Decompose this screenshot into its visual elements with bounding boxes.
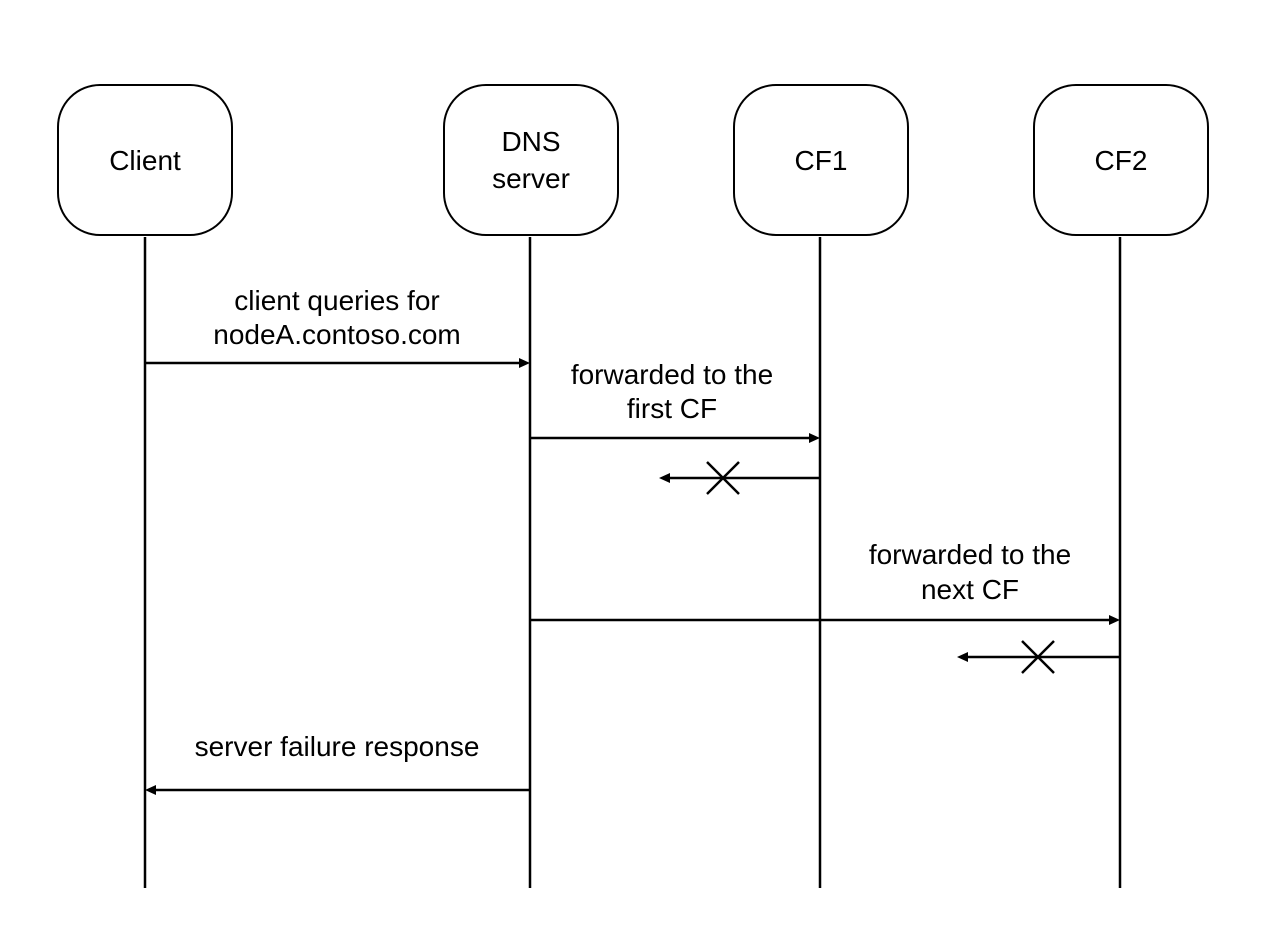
- participant-cf1-label: CF1: [795, 145, 848, 176]
- message-forward-first-label-line-2: first CF: [627, 393, 717, 424]
- participant-dns-server: DNS server: [443, 84, 619, 236]
- message-forward-next-label-line-1: forwarded to the: [869, 539, 1071, 570]
- message-forward-first: forwarded to the first CF: [530, 359, 820, 443]
- message-failure-response-arrowhead: [145, 785, 156, 795]
- message-cf1-response: [659, 461, 820, 495]
- participant-cf2: CF2: [1033, 84, 1209, 236]
- message-cf1-response-failure-cross-icon: [706, 461, 740, 495]
- message-forward-first-arrowhead: [809, 433, 820, 443]
- participant-cf2-label: CF2: [1095, 145, 1148, 176]
- message-cf2-response-failure-cross-icon: [1021, 640, 1055, 674]
- message-forward-next: forwarded to the next CF: [530, 539, 1120, 625]
- message-client-query-arrowhead: [519, 358, 530, 368]
- participant-client: Client: [57, 84, 233, 236]
- message-client-query-label-line-1: client queries for: [234, 285, 439, 316]
- message-cf1-response-arrowhead: [659, 473, 670, 483]
- message-forward-next-arrowhead: [1109, 615, 1120, 625]
- participant-cf1: CF1: [733, 84, 909, 236]
- participant-dns-server-label-line-1: DNS: [501, 126, 560, 157]
- message-forward-next-label-line-2: next CF: [921, 574, 1019, 605]
- message-failure-response: server failure response: [145, 731, 530, 795]
- message-cf2-response: [957, 640, 1120, 674]
- message-cf2-response-arrowhead: [957, 652, 968, 662]
- message-failure-response-label: server failure response: [195, 731, 480, 762]
- message-client-query: client queries for nodeA.contoso.com: [145, 285, 530, 368]
- message-client-query-label-line-2: nodeA.contoso.com: [213, 319, 461, 350]
- message-forward-first-label-line-1: forwarded to the: [571, 359, 773, 390]
- participant-dns-server-label-line-2: server: [492, 163, 570, 194]
- participant-client-label: Client: [109, 145, 181, 176]
